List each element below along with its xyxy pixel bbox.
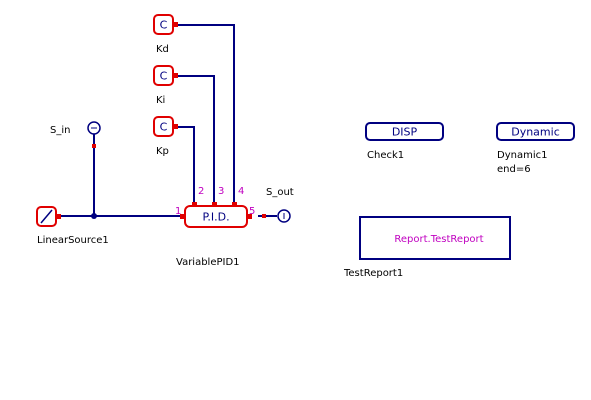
constant-kd-label: Kd [156, 44, 169, 55]
pid-label: VariablePID1 [176, 257, 240, 268]
report-text: Report.TestReport [394, 234, 483, 245]
constant-kp-label: Kp [156, 146, 169, 157]
linear-source-port [56, 214, 61, 219]
pid-pin-3-port [212, 202, 217, 207]
check-label: Check1 [367, 150, 404, 161]
report-block[interactable]: Report.TestReport TestReport1 [343, 216, 511, 279]
constant-kd[interactable]: C Kd [153, 14, 178, 55]
check-text: DISP [392, 126, 418, 139]
pid-text: P.I.D. [202, 211, 229, 224]
pid-pin-1-port [180, 214, 185, 219]
s-out-port[interactable]: S_out [262, 187, 294, 223]
wire-junction [91, 213, 97, 219]
dynamic-param: end=6 [497, 164, 531, 175]
constant-ki-symbol: C [160, 70, 168, 83]
constant-kd-symbol: C [160, 19, 168, 32]
constant-ki-label: Ki [156, 95, 165, 106]
constant-ki[interactable]: C Ki [153, 65, 178, 106]
constant-kp-port [173, 124, 178, 129]
wire-ki [174, 75, 215, 208]
constant-kp-symbol: C [160, 121, 168, 134]
pid-block[interactable]: P.I.D. 1 2 3 4 5 VariablePID1 [175, 186, 255, 268]
pid-pin-5-port [247, 214, 252, 219]
ramp-icon [40, 209, 53, 224]
wire-kp [174, 126, 195, 208]
pid-pin-2: 2 [198, 186, 204, 197]
pid-pin-5: 5 [249, 206, 255, 217]
constant-kp[interactable]: C Kp [153, 116, 178, 157]
constant-ki-port [173, 73, 178, 78]
dynamic-text: Dynamic [511, 126, 560, 139]
pid-pin-3: 3 [218, 186, 224, 197]
wires [58, 24, 277, 217]
pid-pin-2-port [192, 202, 197, 207]
dynamic-label: Dynamic1 [497, 150, 547, 161]
pid-pin-4-port [232, 202, 237, 207]
report-label: TestReport1 [343, 268, 403, 279]
s-in-port[interactable]: S_in [50, 121, 101, 148]
s-out-label: S_out [266, 187, 294, 198]
pid-pin-4: 4 [238, 186, 244, 197]
linear-source-label: LinearSource1 [37, 235, 109, 246]
dynamic-block[interactable]: Dynamic Dynamic1 end=6 [496, 122, 575, 175]
linear-source-block[interactable]: LinearSource1 [36, 206, 109, 246]
check-block[interactable]: DISP Check1 [365, 122, 444, 161]
constant-kd-port [173, 22, 178, 27]
s-in-label: S_in [50, 125, 70, 136]
pid-pin-1: 1 [175, 206, 181, 217]
wire-kd [174, 24, 235, 208]
